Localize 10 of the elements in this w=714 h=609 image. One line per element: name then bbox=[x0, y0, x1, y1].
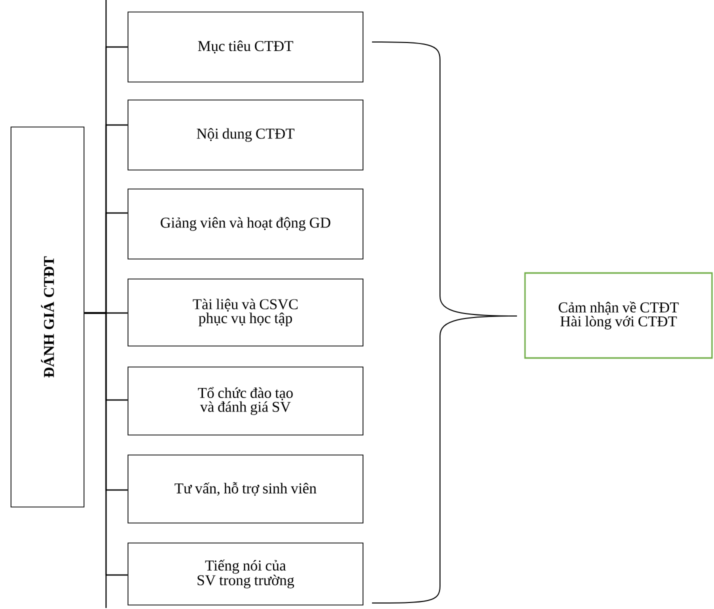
criterion-box: Tư vấn, hỗ trợ sinh viên bbox=[128, 454, 364, 524]
criterion-box: Tài liệu và CSVC phục vụ học tập bbox=[128, 278, 364, 346]
result-box: Cảm nhận về CTĐT Hài lòng với CTĐT bbox=[524, 272, 713, 359]
title-box: ĐÁNH GIÁ CTĐT bbox=[10, 126, 84, 508]
criterion-box: Tiếng nói của SV trong trường bbox=[128, 542, 364, 606]
connector-line bbox=[84, 312, 128, 576]
criterion-box: Giảng viên và hoạt động GD bbox=[128, 188, 364, 260]
criterion-box: Mục tiêu CTĐT bbox=[128, 12, 364, 82]
criterion-box: Tổ chức đào tạo và đánh giá SV bbox=[128, 366, 364, 436]
criterion-box: Nội dung CTĐT bbox=[128, 100, 364, 170]
